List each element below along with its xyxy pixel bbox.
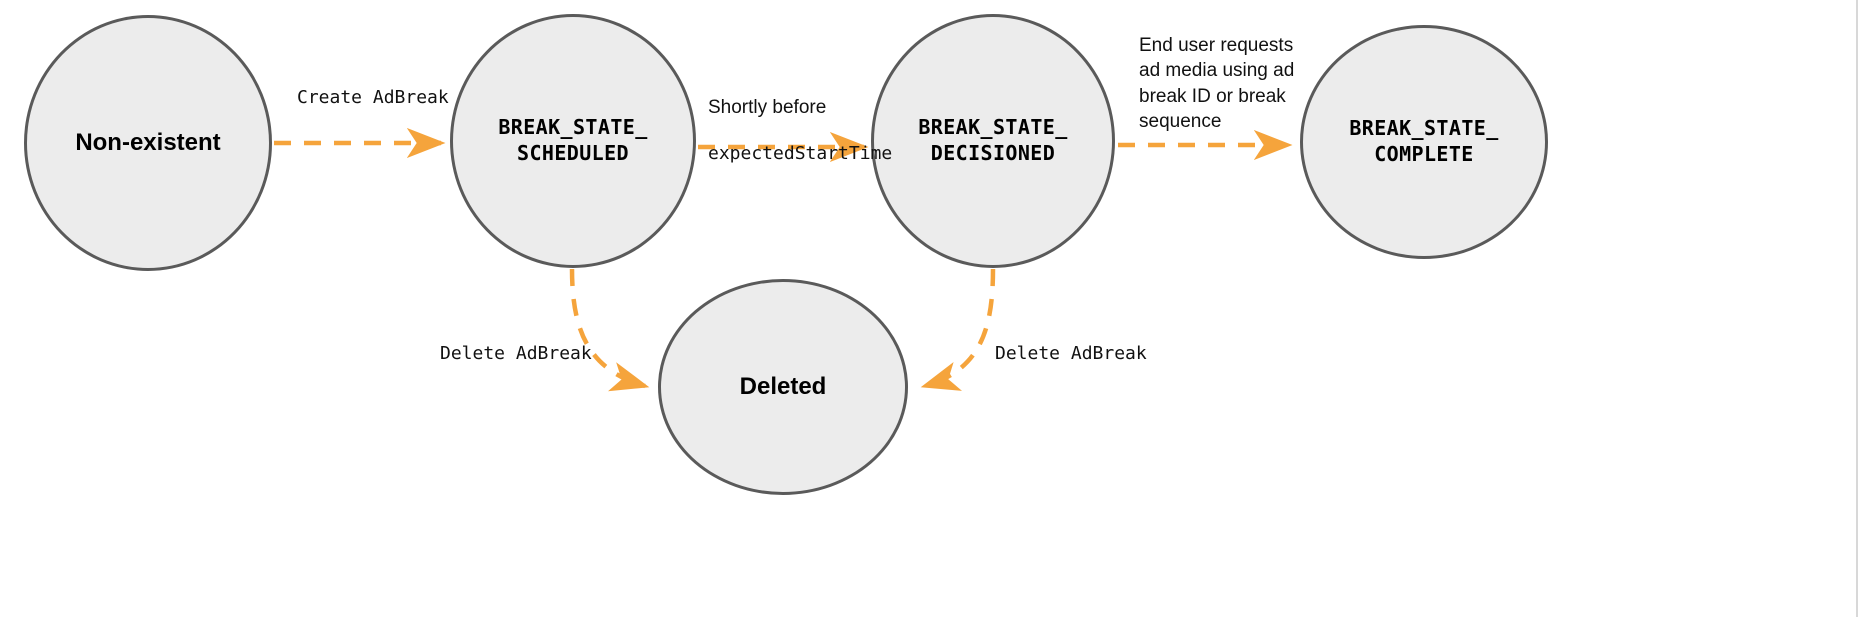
edge-label-delete-from-decisioned: Delete AdBreak: [995, 343, 1147, 364]
edge-label-delete-from-scheduled: Delete AdBreak: [440, 343, 592, 364]
edge-label-line: Shortly before: [708, 97, 827, 119]
state-node-non-existent[interactable]: Non-existent: [24, 15, 272, 271]
edge-delete-from-decisioned: [920, 268, 996, 391]
edge-label-line: expectedStartTime: [708, 142, 893, 164]
state-node-label: BREAK_STATE_ SCHEDULED: [498, 115, 648, 165]
state-node-deleted[interactable]: Deleted: [658, 279, 908, 495]
state-node-label: Non-existent: [75, 128, 221, 156]
edge-label-end-user-requests: End user requests ad media using ad brea…: [1139, 35, 1295, 132]
state-node-label: BREAK_STATE_ COMPLETE: [1349, 116, 1499, 166]
edge-delete-from-scheduled: [569, 268, 650, 392]
state-node-label: Deleted: [739, 372, 827, 400]
right-edge-divider: [1856, 0, 1858, 617]
edge-label-shortly-before: Shortly before expectedStartTime: [708, 74, 892, 187]
edge-label-create-adbreak: Create AdBreak: [297, 87, 449, 108]
state-node-label: BREAK_STATE_ DECISIONED: [918, 115, 1068, 165]
state-node-break-state-scheduled[interactable]: BREAK_STATE_ SCHEDULED: [450, 14, 696, 268]
state-node-break-state-decisioned[interactable]: BREAK_STATE_ DECISIONED: [871, 14, 1115, 268]
state-node-break-state-complete[interactable]: BREAK_STATE_ COMPLETE: [1300, 25, 1548, 259]
